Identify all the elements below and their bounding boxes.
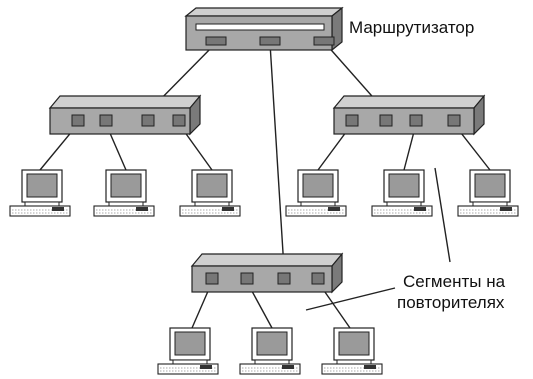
repeater-right-port-4 [447, 114, 461, 127]
repeater-left-port-1 [71, 114, 85, 127]
computer-left-1 [9, 169, 71, 217]
repeater-bottom-port-3 [277, 272, 291, 285]
computer-right-2 [371, 169, 433, 217]
computer-right-3 [457, 169, 519, 217]
router-port-3 [313, 36, 335, 46]
repeater-right-port-2 [379, 114, 393, 127]
computer-bottom-3 [321, 327, 383, 375]
router-label: Маршрутизатор [349, 18, 474, 37]
computer-right-1 [285, 169, 347, 217]
computer-bottom-1 [157, 327, 219, 375]
repeater-right-port-3 [409, 114, 423, 127]
repeater-bottom-port-2 [240, 272, 254, 285]
repeater-bottom [190, 252, 344, 294]
segments-label-line1: Сегменты на [403, 272, 506, 291]
segments-label-line2: повторителях [397, 293, 505, 312]
computer-left-2 [93, 169, 155, 217]
computer-left-3 [179, 169, 241, 217]
link-router-bottom [269, 42, 285, 270]
repeater-right-port-1 [345, 114, 359, 127]
router-port-2 [259, 36, 281, 46]
computer-bottom-2 [239, 327, 301, 375]
repeater-bottom-port-1 [205, 272, 219, 285]
repeater-right [332, 94, 486, 136]
router-port-1 [205, 36, 227, 46]
repeater-left [48, 94, 202, 136]
repeater-left-port-4 [172, 114, 186, 127]
repeater-bottom-port-4 [311, 272, 325, 285]
repeater-left-port-2 [99, 114, 113, 127]
repeater-left-port-3 [141, 114, 155, 127]
annotation-line-bottom [305, 287, 396, 311]
annotation-line-right [434, 167, 451, 263]
router-device [184, 6, 344, 52]
